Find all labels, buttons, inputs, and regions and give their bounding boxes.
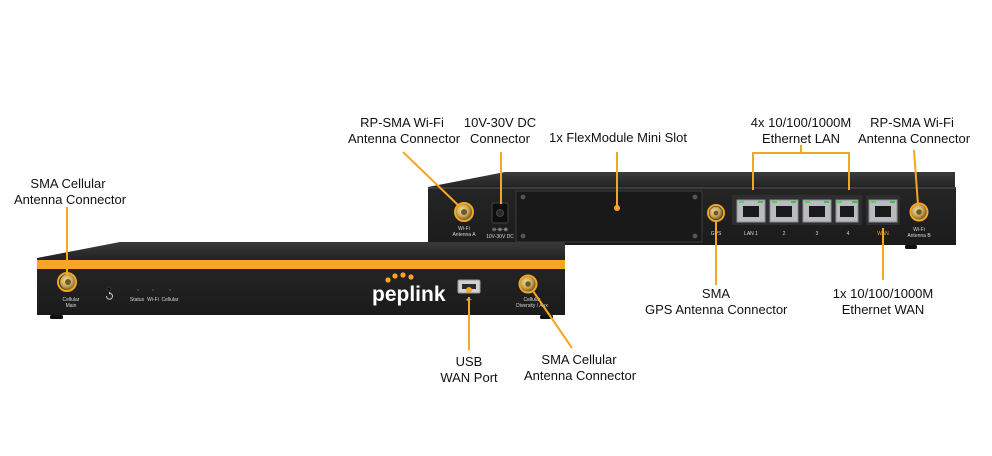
label-status: Status [130,297,145,303]
lan-port-3[interactable] [802,199,832,223]
label-wifi-a-2: Antenna A [452,232,476,238]
lan-port-2[interactable] [769,199,799,223]
leader-wifi-b [913,149,919,206]
wifi-antenna-a-connector: Wi-Fi Antenna A [452,204,476,238]
cellular-diversity-connector: Cellular Diversity / Aux [516,276,548,309]
label-dc: 10V-30V DC [486,234,514,240]
lan-port-4[interactable] [835,199,859,223]
label-cellular-main-2: Main [66,303,77,309]
label-cellular: Cellular [162,297,179,303]
logo-text: peplink [372,283,446,306]
label-wifi-b-2: Antenna B [907,233,931,239]
callout-ethernet-lan: 4x 10/100/1000M Ethernet LAN [750,115,852,146]
callout-dc-connector: 10V-30V DC Connector [463,115,537,146]
accent-stripe [37,260,565,269]
peplink-logo: peplink [372,272,446,306]
label-lan1: LAN 1 [744,231,758,237]
label-lan3: 3 [816,231,819,237]
label-wifi: Wi-Fi [147,297,159,303]
back-router-unit: Wi-Fi Antenna A ⊖-⊕-⊕ 10V-30V DC GPS [428,172,956,249]
cellular-main-connector: Cellular Main [60,274,80,309]
callout-flexmodule: 1x FlexModule Mini Slot [549,130,687,145]
leader-sma-cellular-right [532,290,573,349]
reset-button[interactable] [106,286,113,300]
callout-rp-sma-wifi-a: RP-SMA Wi-Fi Antenna Connector [348,115,461,146]
label-lan4: 4 [847,231,850,237]
callout-sma-cellular-left: SMA Cellular Antenna Connector [14,176,127,207]
status-leds: Status Wi-Fi Cellular [130,289,179,303]
label-cellular-main: Cellular [63,297,80,303]
flexmodule-slot [515,190,703,243]
reset-icon [106,292,113,300]
callout-ethernet-wan: 1x 10/100/1000M Ethernet WAN [832,286,934,317]
leader-wifi-a [402,151,460,207]
front-router-unit: Cellular Main Status Wi-Fi Cellular pepl… [37,242,565,319]
leader-lines [57,145,929,350]
label-wifi-b: Wi-Fi [913,227,925,233]
callout-sma-cellular-right: SMA Cellular Antenna Connector [524,352,637,383]
lan-port-1[interactable] [736,199,766,223]
label-wifi-a: Wi-Fi [458,226,470,232]
callout-usb-wan: USB WAN Port [440,354,498,385]
wifi-antenna-b-connector: Wi-Fi Antenna B [907,204,931,239]
callout-sma-gps: SMA GPS Antenna Connector [645,286,788,317]
label-lan2: 2 [783,231,786,237]
svg-text:⊖-⊕-⊕: ⊖-⊕-⊕ [492,227,508,233]
label-cellular-diversity-2: Diversity / Aux [516,303,548,309]
label-cellular-diversity: Cellular [524,297,541,303]
callout-rp-sma-wifi-b: RP-SMA Wi-Fi Antenna Connector [858,115,971,146]
lan-port-block: LAN 1 2 3 4 [732,195,862,237]
wan-port[interactable]: WAN [866,195,900,237]
